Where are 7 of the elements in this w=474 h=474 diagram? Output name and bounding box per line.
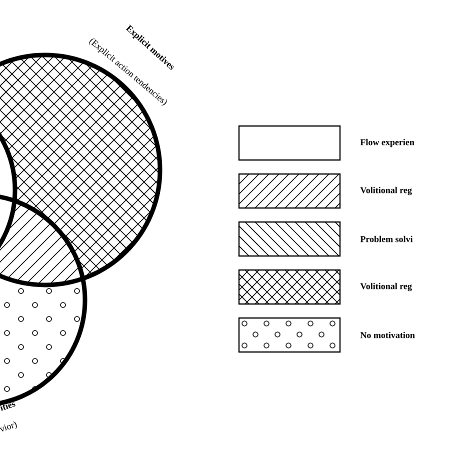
legend-label: Flow experien: [360, 138, 414, 148]
legend-label: No motivation: [360, 332, 415, 338]
legend-label: Volitional reg: [360, 282, 412, 292]
legend-label: Volitional reg: [360, 186, 412, 196]
circle-label: vior): [0, 421, 17, 432]
circle-label: ities: [0, 402, 16, 411]
legend-label: Problem solvi: [360, 236, 413, 242]
